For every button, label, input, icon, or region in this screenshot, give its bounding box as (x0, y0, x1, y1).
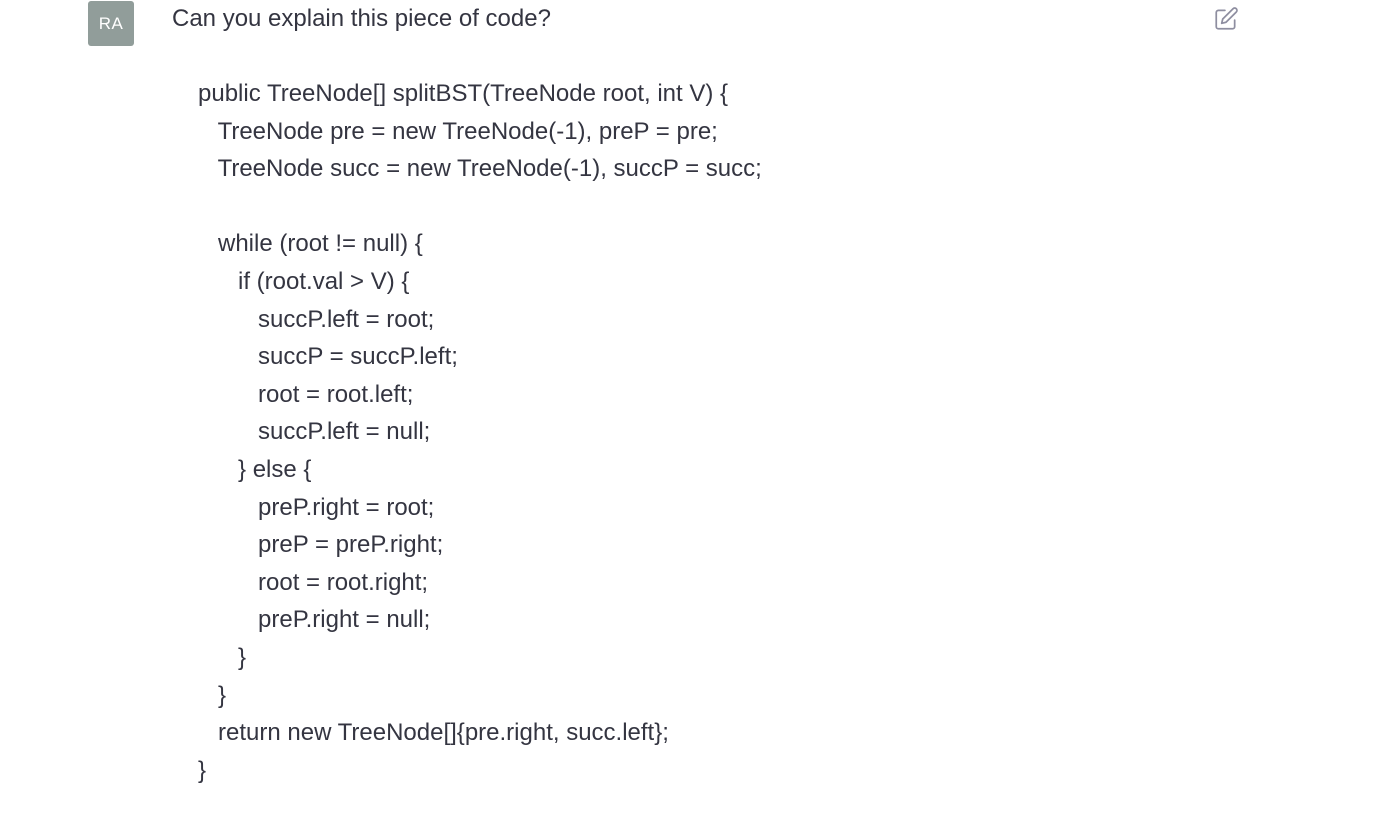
code-block: public TreeNode[] splitBST(TreeNode root… (198, 75, 1172, 789)
code-line: } (198, 643, 247, 671)
code-line: preP.right = root; (198, 493, 435, 521)
code-line: TreeNode succ = new TreeNode(-1), succP … (198, 155, 762, 183)
code-line: preP.right = null; (198, 606, 431, 634)
code-line: succP.left = root; (198, 305, 435, 333)
code-line: } (198, 681, 227, 709)
code-line: while (root != null) { (198, 230, 423, 258)
code-line: root = root.right; (198, 568, 429, 596)
code-line: TreeNode pre = new TreeNode(-1), preP = … (198, 117, 718, 145)
avatar: RA (88, 1, 134, 46)
code-line: } else { (198, 455, 312, 483)
edit-message-button[interactable] (1212, 5, 1240, 33)
code-line: succP.left = null; (198, 418, 431, 446)
code-line: public TreeNode[] splitBST(TreeNode root… (198, 80, 729, 107)
code-line: preP = preP.right; (198, 531, 444, 559)
message-question: Can you explain this piece of code? (172, 5, 551, 32)
edit-icon (1215, 7, 1238, 30)
code-line (198, 188, 1172, 226)
code-line: succP = succP.left; (198, 343, 458, 371)
code-line: root = root.left; (198, 380, 414, 408)
message-body: Can you explain this piece of code? publ… (172, 0, 1172, 789)
code-line: if (root.val > V) { (198, 267, 410, 295)
code-line: } (198, 756, 207, 784)
code-line: return new TreeNode[]{pre.right, succ.le… (198, 719, 669, 747)
